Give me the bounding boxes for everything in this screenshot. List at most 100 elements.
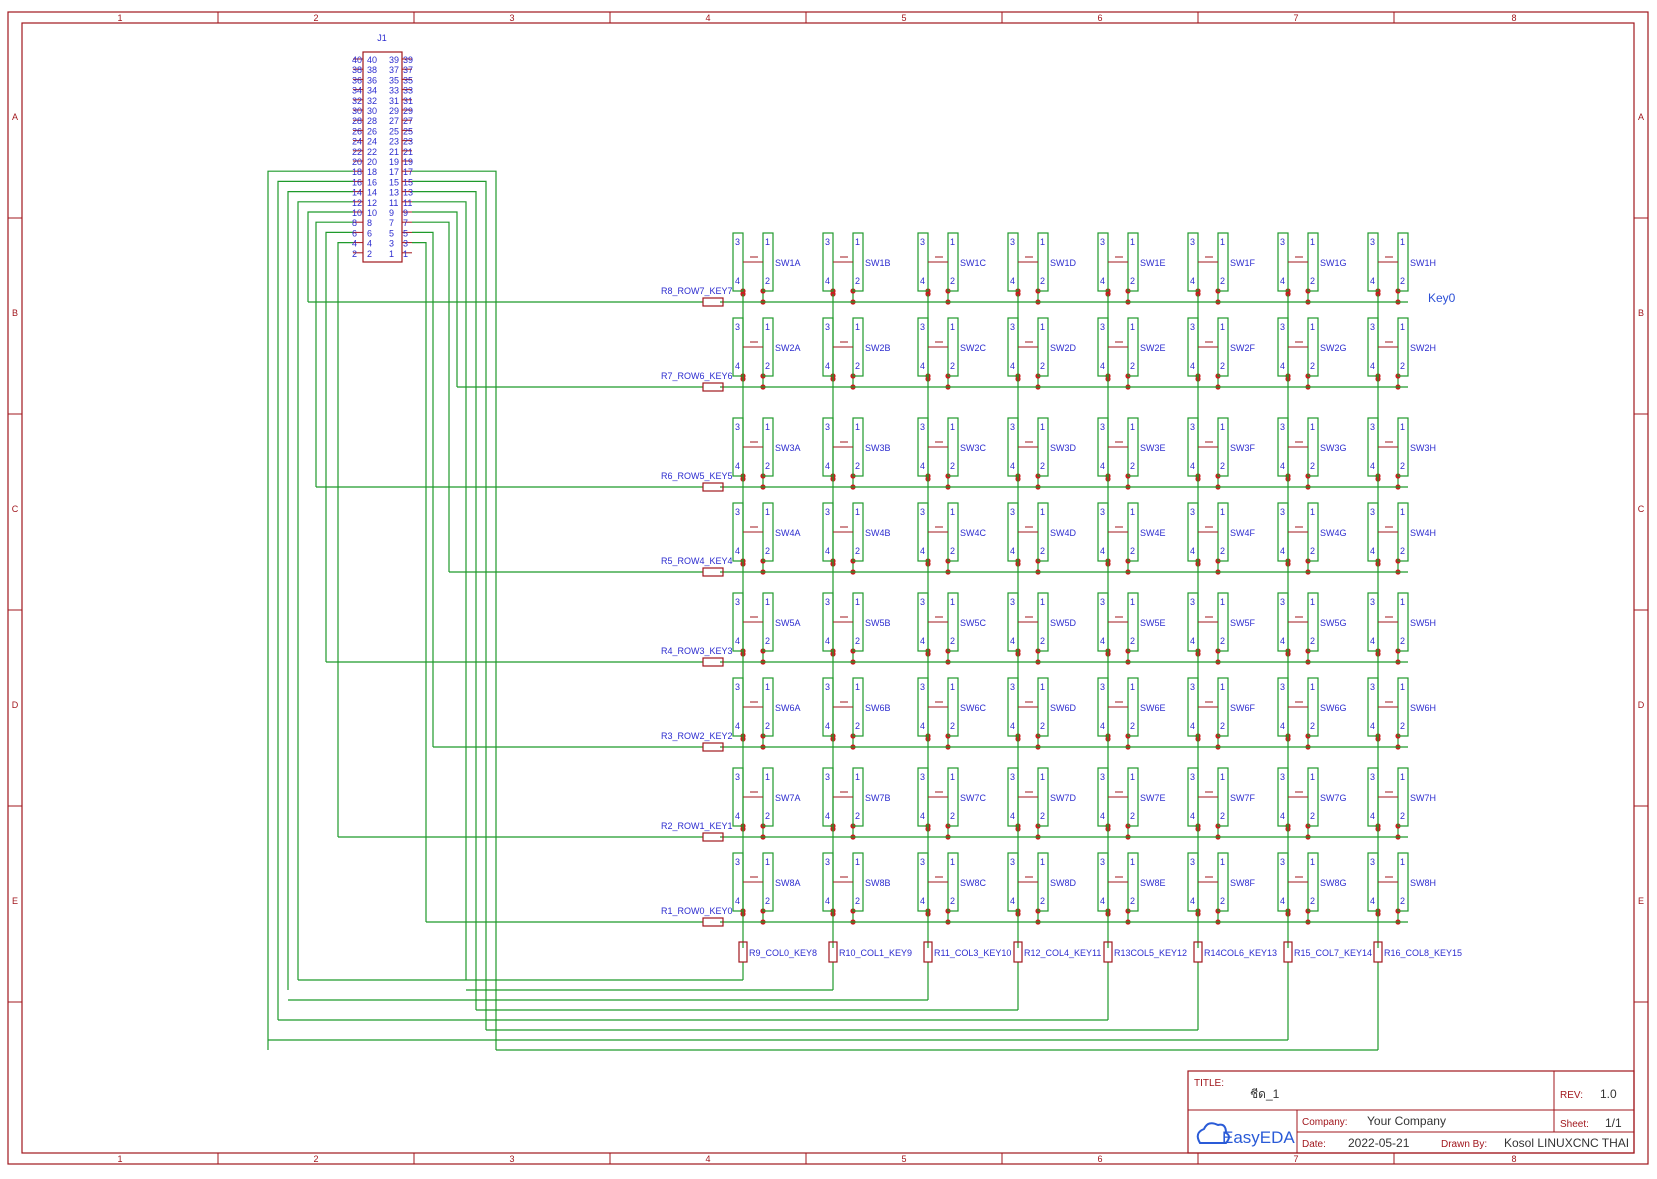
switch-row-id: 8 [790, 878, 795, 888]
switch-designator: SW2H [1410, 343, 1436, 353]
rev-value: 1.0 [1600, 1087, 1617, 1101]
switch-pin-label: 1 [1400, 237, 1405, 247]
switch-pin-label: 1 [1220, 322, 1225, 332]
switch-pin-label: 2 [1040, 636, 1045, 646]
switch-pin-label: 1 [1040, 507, 1045, 517]
switch-pin-label: 3 [1190, 322, 1195, 332]
switch-col-id: F [1250, 528, 1256, 538]
switch-col-id: B [885, 793, 891, 803]
switch-pin-label: 4 [1100, 361, 1105, 371]
switch-row-id: 4 [975, 528, 980, 538]
switch-pin-label: 1 [855, 597, 860, 607]
switch-pin-label: 3 [920, 322, 925, 332]
switch-designator: SW8A [775, 878, 801, 888]
labels: R8_ROW7_KEY7R7_ROW6_KEY6R6_ROW5_KEY5R5_R… [661, 286, 1462, 958]
switch-col-id: H [1430, 618, 1437, 628]
switch-pin-label: 2 [1130, 461, 1135, 471]
switch-pin-label: 4 [735, 896, 740, 906]
switch-prefix: SW [775, 618, 790, 628]
switch-row-id: 3 [1425, 443, 1430, 453]
switch-row-id: 8 [880, 878, 885, 888]
switch-pin-label: 3 [1370, 322, 1375, 332]
switch-designator: SW1C [960, 258, 987, 268]
switch-row-id: 6 [1155, 703, 1160, 713]
col-resistor-label: R15_COL7_KEY14 [1294, 948, 1372, 958]
switch-pin-label: 4 [920, 461, 925, 471]
switch-pin-label: 3 [920, 422, 925, 432]
row-index-right: D [1638, 700, 1645, 710]
switch-pin-label: 4 [1190, 896, 1195, 906]
switch-prefix: SW [865, 528, 880, 538]
switch-pin-label: 1 [1130, 322, 1135, 332]
switch-pin-label: 4 [1280, 896, 1285, 906]
switch-pin-label: 2 [855, 811, 860, 821]
pin-number-right-inner: 9 [389, 208, 394, 218]
switch-designator: SW5E [1140, 618, 1166, 628]
switch-col-id: F [1250, 443, 1256, 453]
switch-pin-label: 4 [1190, 811, 1195, 821]
switch-row-id: 8 [1425, 878, 1430, 888]
switch-prefix: SW [1320, 258, 1335, 268]
switch-pin-label: 1 [1400, 422, 1405, 432]
switch-row-id: 4 [1155, 528, 1160, 538]
switch-row-id: 7 [880, 793, 885, 803]
column-index-bottom: 6 [1097, 1154, 1102, 1164]
switch-designator: SW7D [1050, 793, 1077, 803]
col-resistor-label: R14COL6_KEY13 [1204, 948, 1277, 958]
switch-row-id: 4 [1425, 528, 1430, 538]
switch-pin-label: 1 [1310, 322, 1315, 332]
pin-number-left-inner: 38 [367, 65, 377, 75]
switch-designator: SW2B [865, 343, 891, 353]
switch-designator: SW7A [775, 793, 801, 803]
switch-col-id: A [795, 443, 801, 453]
row-resistor-label: R1_ROW0_KEY0 [661, 906, 733, 916]
switch-designator: SW5H [1410, 618, 1436, 628]
switch-row-id: 4 [1245, 528, 1250, 538]
switch-pin-label: 2 [765, 896, 770, 906]
switch-pin-label: 2 [950, 546, 955, 556]
switch-pin-label: 4 [920, 276, 925, 286]
switch-pin-label: 1 [1220, 772, 1225, 782]
title-block-frame [1187, 1070, 1635, 1154]
switch-pin-label: 1 [765, 322, 770, 332]
switch-designator: SW8H [1410, 878, 1436, 888]
connector-net-left [267, 170, 353, 1050]
switch-row-id: 2 [1245, 343, 1250, 353]
switch-pin-label: 4 [735, 636, 740, 646]
pin-number-left-outer: 12 [352, 198, 362, 208]
switch-col-id: H [1430, 528, 1437, 538]
switch-col-id: B [885, 443, 891, 453]
pin-number-right-outer: 7 [403, 218, 408, 228]
switch-pin-label: 4 [1280, 461, 1285, 471]
switch-col-id: B [885, 258, 891, 268]
switch-prefix: SW [865, 793, 880, 803]
switch-row-id: 7 [975, 793, 980, 803]
switch-designator: SW7E [1140, 793, 1166, 803]
switch-row-id: 6 [880, 703, 885, 713]
switch-prefix: SW [1230, 258, 1245, 268]
pin-number-left-inner: 36 [367, 75, 377, 85]
switch-designator: SW1G [1320, 258, 1347, 268]
switch-designator: SW3G [1320, 443, 1347, 453]
company-value: Your Company [1367, 1114, 1446, 1128]
switch-row-id: 5 [975, 618, 980, 628]
switch-pin-label: 3 [1280, 237, 1285, 247]
switch-row-id: 1 [880, 258, 885, 268]
connector-net-right [412, 221, 450, 572]
switch-pin-label: 4 [1280, 811, 1285, 821]
switch-designator: SW8G [1320, 878, 1347, 888]
switch-pin-label: 4 [1280, 721, 1285, 731]
col-resistor-body [1283, 941, 1293, 963]
switch-pin-label: 1 [765, 857, 770, 867]
switch-pin-label: 3 [1280, 682, 1285, 692]
switch-pin-label: 1 [1040, 857, 1045, 867]
switch-col-id: A [795, 343, 801, 353]
switch-pin-label: 4 [1010, 811, 1015, 821]
switch-pin-label: 4 [1010, 636, 1015, 646]
sheet-label: Sheet: [1560, 1119, 1589, 1130]
